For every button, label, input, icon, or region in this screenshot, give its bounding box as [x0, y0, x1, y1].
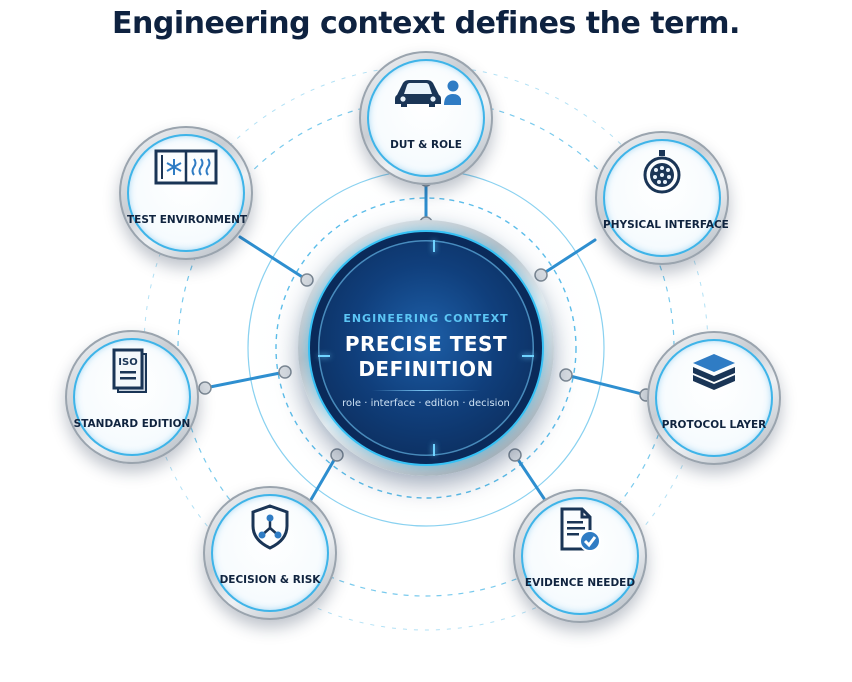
- joint-se: [278, 365, 292, 379]
- page-title: Engineering context defines the term.: [112, 6, 740, 41]
- joint-pl: [559, 368, 573, 382]
- connector-test-environment: [238, 235, 309, 282]
- car-person-icon: [391, 75, 462, 113]
- node-label-test-environment: TEST ENVIRONMENT: [127, 214, 248, 227]
- layers-icon: [691, 352, 737, 396]
- node-decision-risk: DECISION & RISK: [203, 486, 337, 620]
- orbit-ring-inner: [275, 197, 577, 499]
- iso-document-icon: ISO: [112, 348, 152, 398]
- svg-text:ISO: ISO: [118, 357, 137, 368]
- node-test-environment: TEST ENVIRONMENT: [119, 126, 253, 260]
- node-label-standard-edition: STANDARD EDITION: [73, 418, 191, 431]
- center-ring: ENGINEERING CONTEXT PRECISE TEST DEFINIT…: [310, 232, 542, 464]
- climate-chamber-icon: [154, 149, 218, 189]
- node-label-physical-interface: PHYSICAL INTERFACE: [603, 219, 729, 232]
- node-label-evidence-needed: EVIDENCE NEEDED: [524, 577, 636, 590]
- ring-tick-right: [522, 355, 534, 357]
- joint-pi: [534, 268, 548, 282]
- node-protocol-layer: PROTOCOL LAYER: [647, 331, 781, 465]
- center-title-line-2: DEFINITION: [358, 357, 494, 381]
- node-physical-interface: PHYSICAL INTERFACE: [595, 131, 729, 265]
- joint-se-node: [198, 381, 212, 395]
- joint-ev: [508, 448, 522, 462]
- center-title-line-1: PRECISE TEST: [344, 332, 508, 356]
- connector-standard-edition: [203, 370, 287, 390]
- node-label-dut-role: DUT & ROLE: [390, 139, 462, 152]
- ring-tick-left: [318, 355, 330, 357]
- connector-pins-icon: [641, 150, 683, 198]
- connector-physical-interface: [539, 238, 597, 277]
- joint-dr: [330, 448, 344, 462]
- center-face: ENGINEERING CONTEXT PRECISE TEST DEFINIT…: [318, 240, 534, 456]
- center-title: PRECISE TEST DEFINITION: [318, 332, 534, 382]
- center-hub: ENGINEERING CONTEXT PRECISE TEST DEFINIT…: [298, 220, 554, 476]
- node-evidence-needed: EVIDENCE NEEDED: [513, 489, 647, 623]
- joint-te: [300, 273, 314, 287]
- center-divider: [372, 390, 480, 391]
- node-dut-role: DUT & ROLE: [359, 51, 493, 185]
- connector-protocol-layer: [564, 373, 648, 397]
- document-check-icon: [558, 507, 602, 557]
- shield-network-icon: [250, 504, 290, 554]
- center-kicker: ENGINEERING CONTEXT: [343, 312, 509, 325]
- node-label-decision-risk: DECISION & RISK: [219, 574, 321, 587]
- ring-tick-bottom: [433, 444, 435, 456]
- center-subtitle: role · interface · edition · decision: [342, 398, 510, 409]
- ring-tick-top: [433, 240, 435, 252]
- node-label-protocol-layer: PROTOCOL LAYER: [661, 419, 767, 432]
- node-standard-edition: ISO STANDARD EDITION: [65, 330, 199, 464]
